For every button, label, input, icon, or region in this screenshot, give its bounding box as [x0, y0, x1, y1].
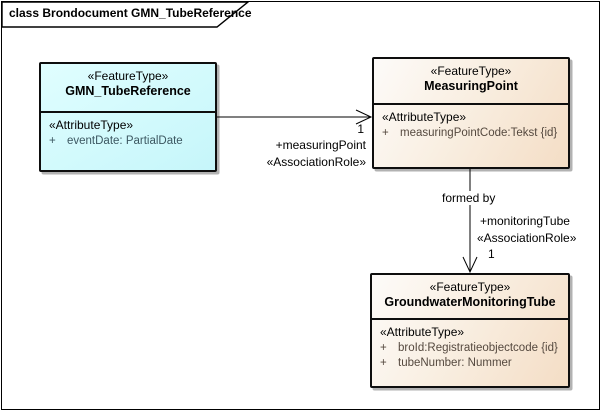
class-box-groundwatermonitoringtube[interactable]: «FeatureType» GroundwaterMonitoringTube … — [370, 273, 570, 388]
attribute-row[interactable]: + tubeNumber: Nummer — [380, 357, 565, 369]
stereotype-label: «FeatureType» — [430, 64, 512, 78]
visibility-marker: + — [380, 342, 387, 354]
class-box-measuringpoint[interactable]: «FeatureType» MeasuringPoint «AttributeT… — [372, 57, 570, 169]
class-header: «FeatureType» GMN_TubeReference — [41, 64, 215, 113]
attribute-row[interactable]: + broId:Registratieobjectcode {id} — [380, 342, 565, 354]
attribute-signature: eventDate: PartialDate — [67, 135, 183, 147]
stereotype-label: «FeatureType» — [87, 69, 169, 83]
multiplicity-label[interactable]: 1 — [488, 247, 495, 261]
attribute-row[interactable]: + measuringPointCode:Tekst {id} — [382, 127, 565, 139]
class-name: GMN_TubeReference — [65, 84, 191, 98]
stereotype-label: «FeatureType» — [429, 280, 511, 294]
frame-title: class Brondocument GMN_TubeReference — [9, 6, 252, 20]
multiplicity-label[interactable]: 1 — [357, 122, 364, 136]
attribute-signature: measuringPointCode:Tekst {id} — [400, 127, 558, 139]
class-header: «FeatureType» GroundwaterMonitoringTube — [372, 275, 568, 320]
diagram-frame: class Brondocument GMN_TubeReference «Fe… — [1, 1, 600, 410]
visibility-marker: + — [49, 135, 56, 147]
class-name: GroundwaterMonitoringTube — [384, 295, 556, 309]
visibility-marker: + — [380, 357, 387, 369]
open-arrowhead-icon — [462, 256, 478, 274]
role-stereotype-label[interactable]: «AssociationRole» — [477, 231, 577, 245]
frame-tab — [2, 2, 250, 28]
attribute-compartment: «AttributeType» + measuringPointCode:Tek… — [374, 105, 568, 139]
attribute-compartment-label: «AttributeType» — [382, 110, 467, 124]
frame-tab-shape — [2, 2, 250, 28]
attribute-compartment: «AttributeType» + eventDate: PartialDate — [41, 113, 215, 147]
attribute-signature: tubeNumber: Nummer — [398, 357, 512, 369]
class-name: MeasuringPoint — [424, 79, 518, 93]
attribute-compartment-label: «AttributeType» — [380, 325, 465, 339]
open-arrowhead-icon — [355, 109, 373, 125]
attribute-row[interactable]: + eventDate: PartialDate — [49, 135, 212, 147]
visibility-marker: + — [382, 127, 389, 139]
attribute-compartment-label: «AttributeType» — [49, 118, 134, 132]
association-name-label[interactable]: formed by — [439, 191, 499, 205]
attribute-signature: broId:Registratieobjectcode {id} — [398, 342, 558, 354]
class-header: «FeatureType» MeasuringPoint — [374, 59, 568, 105]
class-box-gmn-tubereference[interactable]: «FeatureType» GMN_TubeReference «Attribu… — [39, 62, 217, 172]
role-stereotype-label[interactable]: «AssociationRole» — [266, 155, 366, 169]
role-label[interactable]: +monitoringTube — [480, 214, 570, 228]
role-label[interactable]: +measuringPoint — [275, 138, 366, 152]
attribute-compartment: «AttributeType» + broId:Registratieobjec… — [372, 320, 568, 369]
connectors-layer — [217, 109, 478, 274]
